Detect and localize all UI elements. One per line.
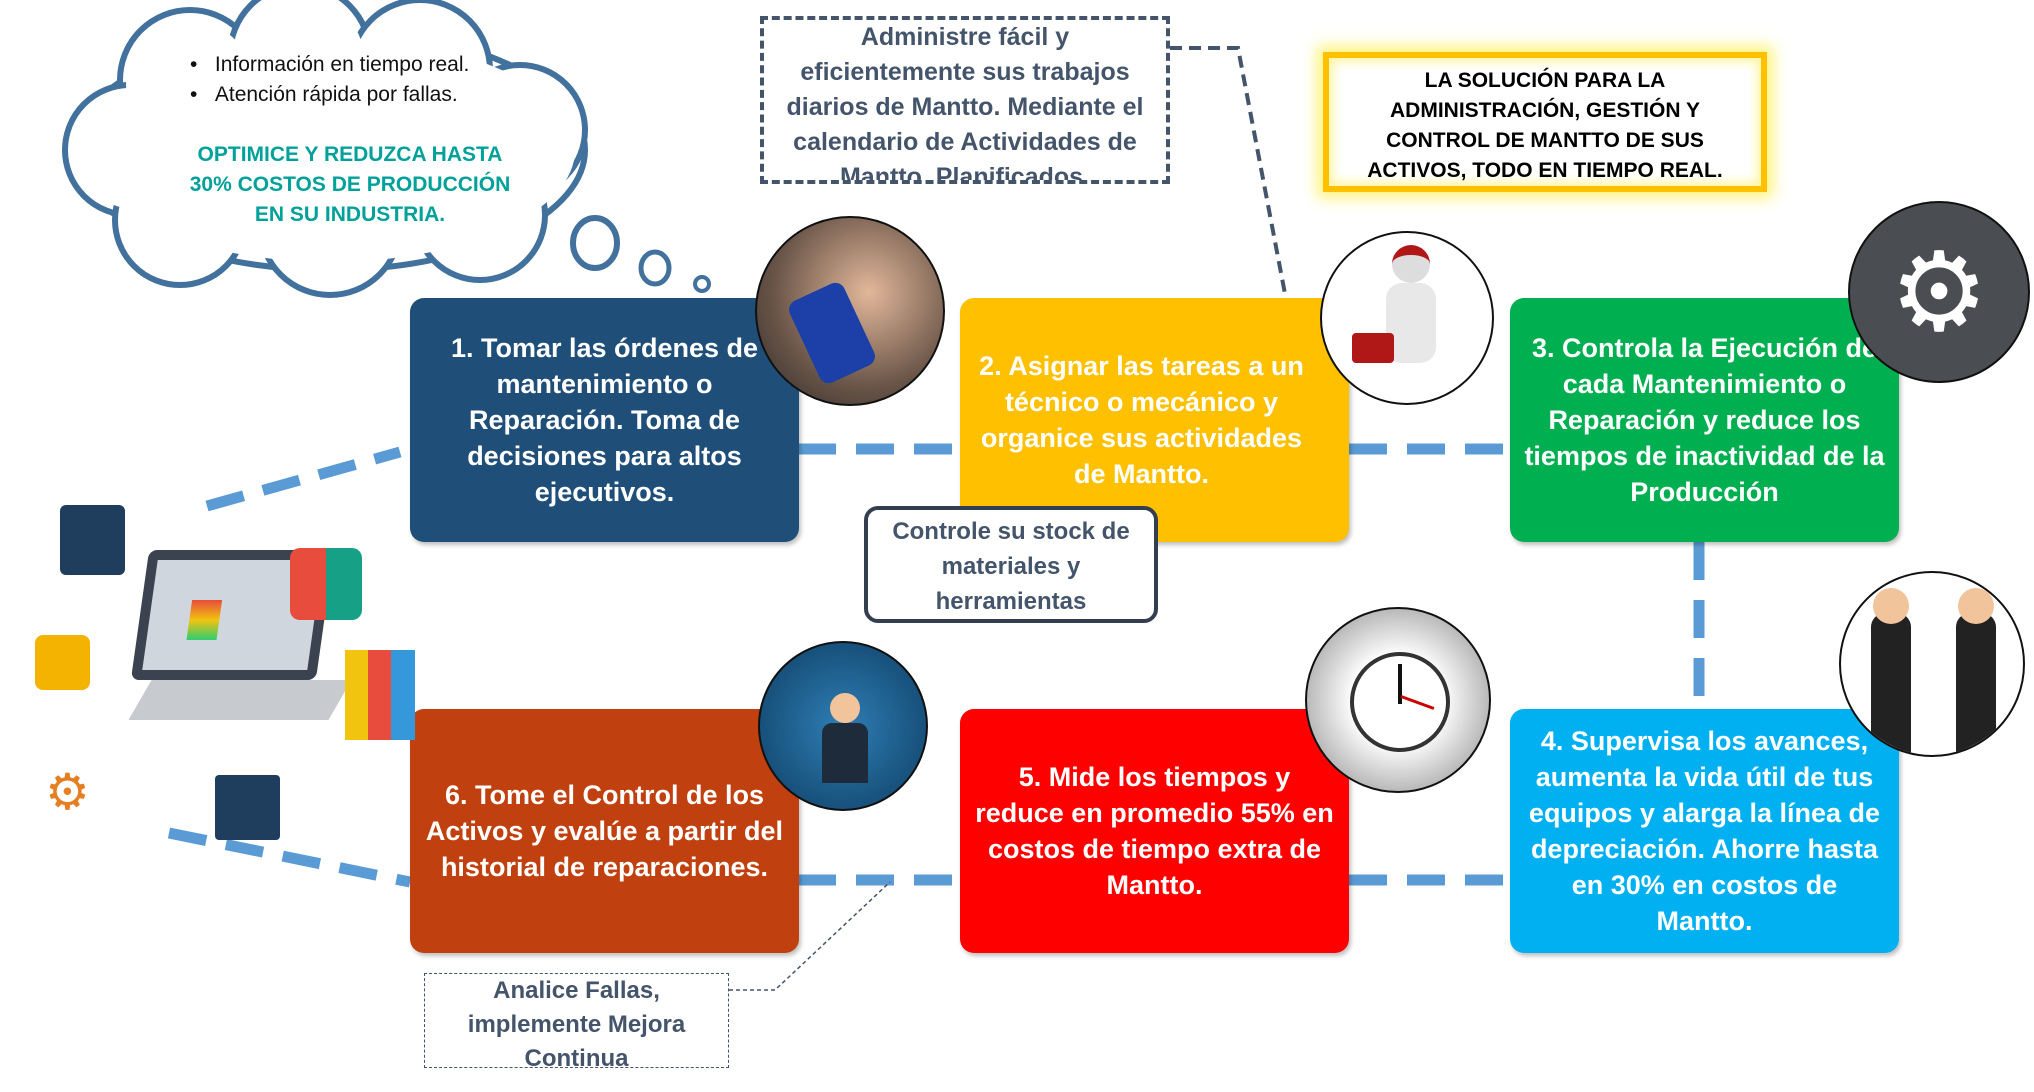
step-5-box: 5. Mide los tiempos y reduce en promedio…	[960, 709, 1349, 953]
laptop-keyboard	[128, 680, 352, 720]
business-multitask-icon	[758, 641, 928, 811]
gears-icon: ⚙	[45, 764, 90, 820]
cloud-bullet: • Atención rápida por fallas.	[190, 83, 458, 106]
server-rack-icon	[215, 775, 280, 840]
gear-wrench-icon: ⚙	[1848, 201, 2030, 383]
failures-note: Analice Fallas, implemente Mejora Contin…	[424, 973, 729, 1072]
clock-meeting-icon	[1305, 607, 1491, 793]
server-cloud-icon	[60, 505, 125, 575]
stock-note: Controle su stock de materiales y herram…	[864, 506, 1158, 623]
database-icon	[290, 548, 362, 620]
step-2-box: 2. Asignar las tareas a un técnico o mec…	[960, 298, 1349, 542]
security-lock-icon	[35, 635, 90, 690]
thought-bubble	[570, 215, 620, 271]
step-4-box: 4. Supervisa los avances, aumenta la vid…	[1510, 709, 1899, 953]
phone-photo	[755, 216, 945, 406]
technician-figure	[1320, 231, 1494, 405]
step-3-box: 3. Controla la Ejecución de cada Manteni…	[1510, 298, 1899, 542]
solution-banner: LA SOLUCIÓN PARA LA ADMINISTRACIÓN, GEST…	[1323, 52, 1767, 192]
step-6-box: 6. Tome el Control de los Activos y eval…	[410, 709, 799, 953]
toolbox-icon	[1352, 333, 1394, 363]
step-1-box: 1. Tomar las órdenes de mantenimiento o …	[410, 298, 799, 542]
high-five-icon	[1839, 571, 2025, 757]
phone-icon	[785, 279, 879, 387]
cloud-highlight: OPTIMICE Y REDUZCA HASTA 30% COSTOS DE P…	[189, 143, 511, 226]
calendar-note: Administre fácil y eficientemente sus tr…	[760, 16, 1170, 184]
cloud-bullet: • Información en tiempo real.	[190, 53, 470, 76]
growth-chart-icon	[345, 650, 415, 740]
